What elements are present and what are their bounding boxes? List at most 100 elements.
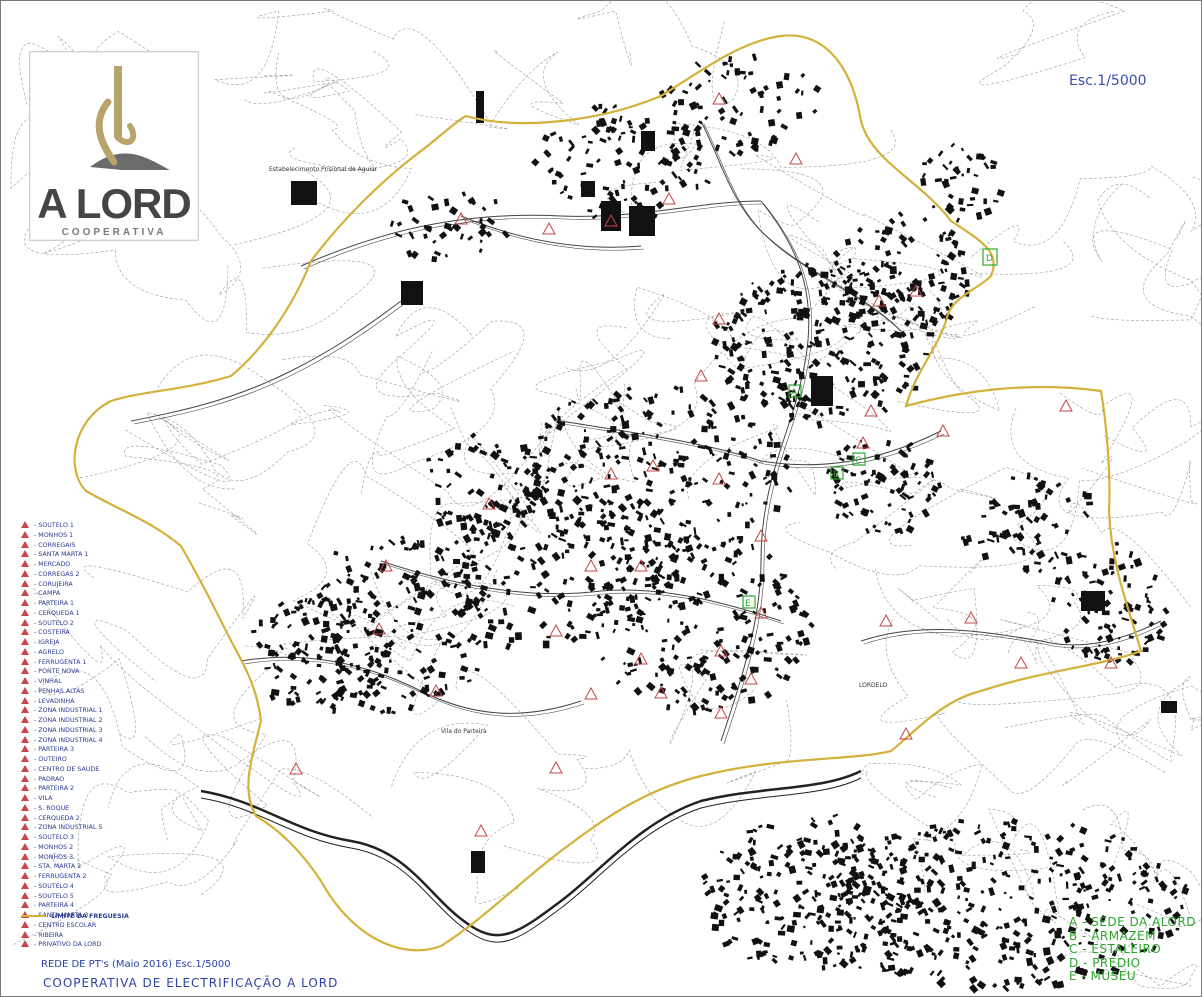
pt-triangle-icon — [21, 521, 29, 528]
pt-triangle-icon — [21, 823, 29, 831]
boundary-legend-label: LIMITE DA FREGUESIA — [51, 913, 129, 920]
pt-triangle-icon — [21, 940, 29, 948]
pt-triangle-icon — [21, 803, 29, 811]
legend-item: - PARTEIRA 3 — [21, 745, 211, 755]
pt-triangle-icon — [21, 657, 29, 665]
legend-item: - ZONA INDUSTRIAL 4 — [21, 735, 211, 746]
legend-item-label: CERQUEDA 1 — [38, 609, 80, 617]
place-names: Estabelecimento Prisional de Aguiar LORD… — [269, 166, 888, 735]
logo-subtitle: COOPERATIVA — [61, 227, 167, 238]
legend-list: - SOUTELO 1 - MONHOS 1 - CORREGAIS - SAN… — [21, 521, 211, 950]
legend-item-label: FERRUGENTA 1 — [38, 658, 87, 666]
pt-triangle-icon — [21, 901, 29, 909]
legend-item-label: MERCADO — [38, 561, 71, 568]
legend-item-label: CENTRO DE SAUDE — [38, 765, 100, 773]
legend-item-label: S. ROQUE — [38, 804, 70, 812]
legend-item-label: MONHOS 2 — [38, 843, 74, 851]
legend-item-label: SOUTELO 4 — [38, 882, 74, 890]
legend-item-label: CORREGAS 2 — [38, 570, 80, 578]
legend-item: - CORUJEIRA — [21, 579, 211, 590]
legend-item: - SOUTELO 1 — [21, 521, 211, 531]
pt-markers-layer — [289, 91, 1118, 837]
pt-triangle-icon — [21, 540, 29, 548]
legend-item-label: PONTE NOVA — [38, 668, 80, 676]
legend-item: - CORREGAIS — [21, 540, 211, 551]
pt-triangle-icon — [21, 725, 29, 733]
pt-triangle-icon — [21, 881, 29, 889]
legend-item: - MONHOS 3 — [21, 852, 211, 863]
legend-item-label: MONHOS 1 — [38, 531, 74, 539]
legend-item-label: RIBEIRA — [38, 931, 64, 939]
pt-triangle-icon — [21, 569, 29, 577]
pt-triangle-icon — [21, 647, 29, 655]
organization-line: COOPERATIVA DE ELECTRIFICAÇÃO A LORD — [43, 976, 339, 990]
legend-item-label: STA. MARTA 2 — [38, 863, 82, 871]
pt-triangle-icon — [21, 842, 29, 850]
pt-triangle-icon — [21, 589, 29, 597]
pt-triangle-icon — [21, 579, 29, 587]
places-legend: A - SEDE DA ALORD B - ARMAZEM C - ESTALE… — [1069, 915, 1197, 984]
legend-item: - COSTEIRA — [21, 628, 211, 638]
legend-item-label: SANTA MARTA 1 — [38, 551, 89, 559]
legend-item-label: IGREJA — [38, 639, 60, 646]
logo-brand-text: A LORD — [37, 180, 191, 227]
legend-item: - ZONA INDUSTRIAL 1 — [21, 706, 211, 716]
pt-triangle-icon — [21, 686, 29, 694]
legend-item-label: PARTEIRA 3 — [38, 746, 75, 754]
legend-item: - PARTEIRA 4 — [21, 901, 211, 911]
legend-item: - SANTA MARTA 1 — [21, 550, 211, 560]
pt-triangle-icon — [21, 862, 29, 870]
legend-item-label: COSTEIRA — [38, 629, 70, 637]
legend-item-label: SOUTELO 3 — [38, 834, 74, 841]
legend-item: - IGREJA — [21, 638, 211, 648]
legend-item: - PONTE NOVA — [21, 667, 211, 677]
legend-item: - ZONA INDUSTRIAL 2 — [21, 716, 211, 726]
legend-item: - ZONA INDUSTRIAL 5 — [21, 823, 211, 833]
legend-item: - PARTEIRA 1 — [21, 599, 211, 609]
place-legend-item: A - SEDE DA ALORD — [1069, 915, 1197, 929]
legend-item-label: VILA — [38, 795, 53, 802]
legend-item-label: PARTEIRA 2 — [38, 785, 75, 793]
legend-item-label: AGRELO — [38, 648, 64, 656]
legend-item: - PARTEIRA 2 — [21, 784, 211, 794]
pt-triangle-icon — [21, 872, 29, 879]
legend-item: - VINHAL — [21, 677, 211, 687]
logo-emblem-icon — [90, 66, 170, 170]
pt-triangle-icon — [21, 794, 29, 801]
pt-triangle-icon — [21, 774, 29, 782]
legend-item: - SOUTELO 5 — [21, 891, 211, 902]
legend-item-label: MONHOS 3 — [38, 853, 74, 861]
legend-item-label: CORREGAIS — [38, 541, 76, 549]
legend-item-label: CAMPA — [38, 590, 61, 598]
site-marker-c: C — [855, 456, 861, 466]
pt-triangle-icon — [21, 911, 29, 918]
buildings-layer — [251, 53, 1190, 994]
place-legend-item: C - ESTALEIRO — [1069, 942, 1162, 956]
legend-item: - CENTRO ESCOLAR — [21, 920, 211, 931]
pt-triangle-icon — [21, 550, 29, 558]
legend-item: - MONHOS 2 — [21, 842, 211, 853]
legend-item-label: PARTEIRA 1 — [38, 600, 75, 607]
legend-item: - CERQUEDA 2 — [21, 813, 211, 824]
pt-triangle-icon — [21, 618, 29, 626]
legend-item: - CENTRO DE SAUDE — [21, 764, 211, 775]
legend-item-label: SANTA MARTA 3 — [38, 912, 89, 919]
legend-item-label: ZONA INDUSTRIAL 2 — [38, 717, 103, 724]
place-legend-item: D - PREDIO — [1069, 955, 1141, 970]
legend-item-label: CENTRO ESCOLAR — [38, 921, 97, 929]
legend-item: - LEVADINHA — [21, 696, 211, 707]
pt-triangle-icon — [21, 920, 29, 928]
pt-triangle-icon — [21, 745, 29, 753]
legend-item-label: FERRUGENTA 2 — [38, 873, 87, 880]
pt-triangle-icon — [21, 638, 29, 645]
place-name-vila-parteira: Vila do Parteira — [441, 728, 487, 735]
legend-item: - PENHAS ALTAS — [21, 686, 211, 697]
legend-item-label: SOUTELO 5 — [38, 892, 74, 900]
site-marker-b: B — [833, 470, 839, 480]
legend-item-label: VINHAL — [38, 678, 62, 685]
legend-item: - SOUTELO 3 — [21, 833, 211, 843]
legend-item-label: ZONA INDUSTRIAL 3 — [38, 726, 103, 734]
map-title-line: REDE DE PT's (Maio 2016) Esc.1/5000 — [41, 959, 231, 970]
